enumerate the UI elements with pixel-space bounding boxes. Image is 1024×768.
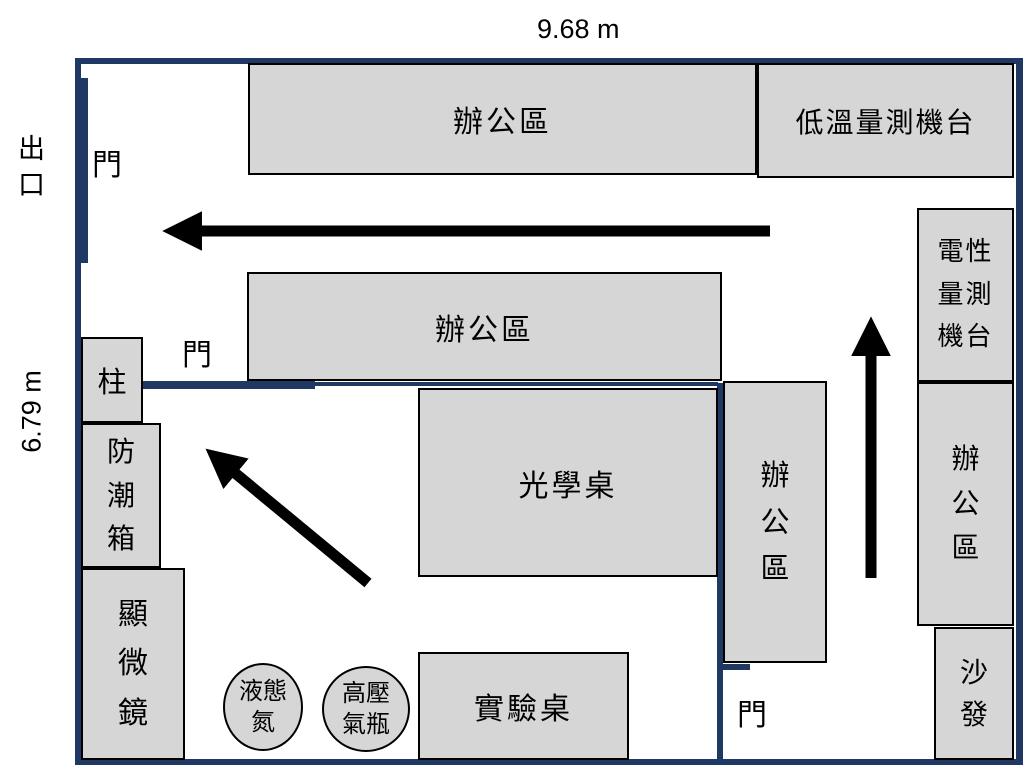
exit-label: 出 口 [18, 134, 45, 202]
interior-wall-horizontal-thin [315, 382, 718, 386]
sofa: 沙 發 [934, 627, 1014, 760]
interior-wall-horizontal-thick [143, 381, 315, 389]
wall-right [1016, 58, 1023, 765]
width-dimension-label: 9.68 m [537, 14, 620, 44]
dry-cabinet: 防 潮 箱 [81, 423, 161, 568]
arrow-diagonal-up-left [205, 448, 372, 588]
door-label-bottom: 門 [737, 698, 767, 733]
office-area-top: 辦公區 [248, 63, 757, 175]
exit-door-leaf [75, 78, 88, 263]
wall-bottom [75, 759, 1023, 765]
door-label-middle: 門 [182, 338, 212, 373]
office-area-vertical: 辦 公 區 [723, 381, 827, 663]
wall-left [75, 58, 81, 765]
office-area-right: 辦 公 區 [917, 382, 1014, 626]
interior-wall-vertical [717, 383, 723, 765]
door-label-top-left: 門 [92, 148, 122, 183]
height-dimension-label: 6.79 m [16, 370, 47, 453]
electrical-measurement-station: 電性 量測 機台 [917, 208, 1014, 382]
pillar: 柱 [81, 337, 143, 423]
microscope: 顯 微 鏡 [81, 568, 185, 760]
wall-top [75, 58, 1023, 64]
optical-table: 光學桌 [418, 388, 718, 577]
lab-table: 實驗桌 [418, 652, 629, 760]
high-pressure-gas-cylinder: 高壓 氣瓶 [322, 666, 410, 752]
office-area-middle: 辦公區 [247, 272, 722, 381]
low-temp-measurement-station: 低溫量測機台 [757, 63, 1014, 178]
liquid-nitrogen-tank: 液態 氮 [223, 663, 303, 751]
bottom-door-frame-nub [717, 664, 750, 670]
